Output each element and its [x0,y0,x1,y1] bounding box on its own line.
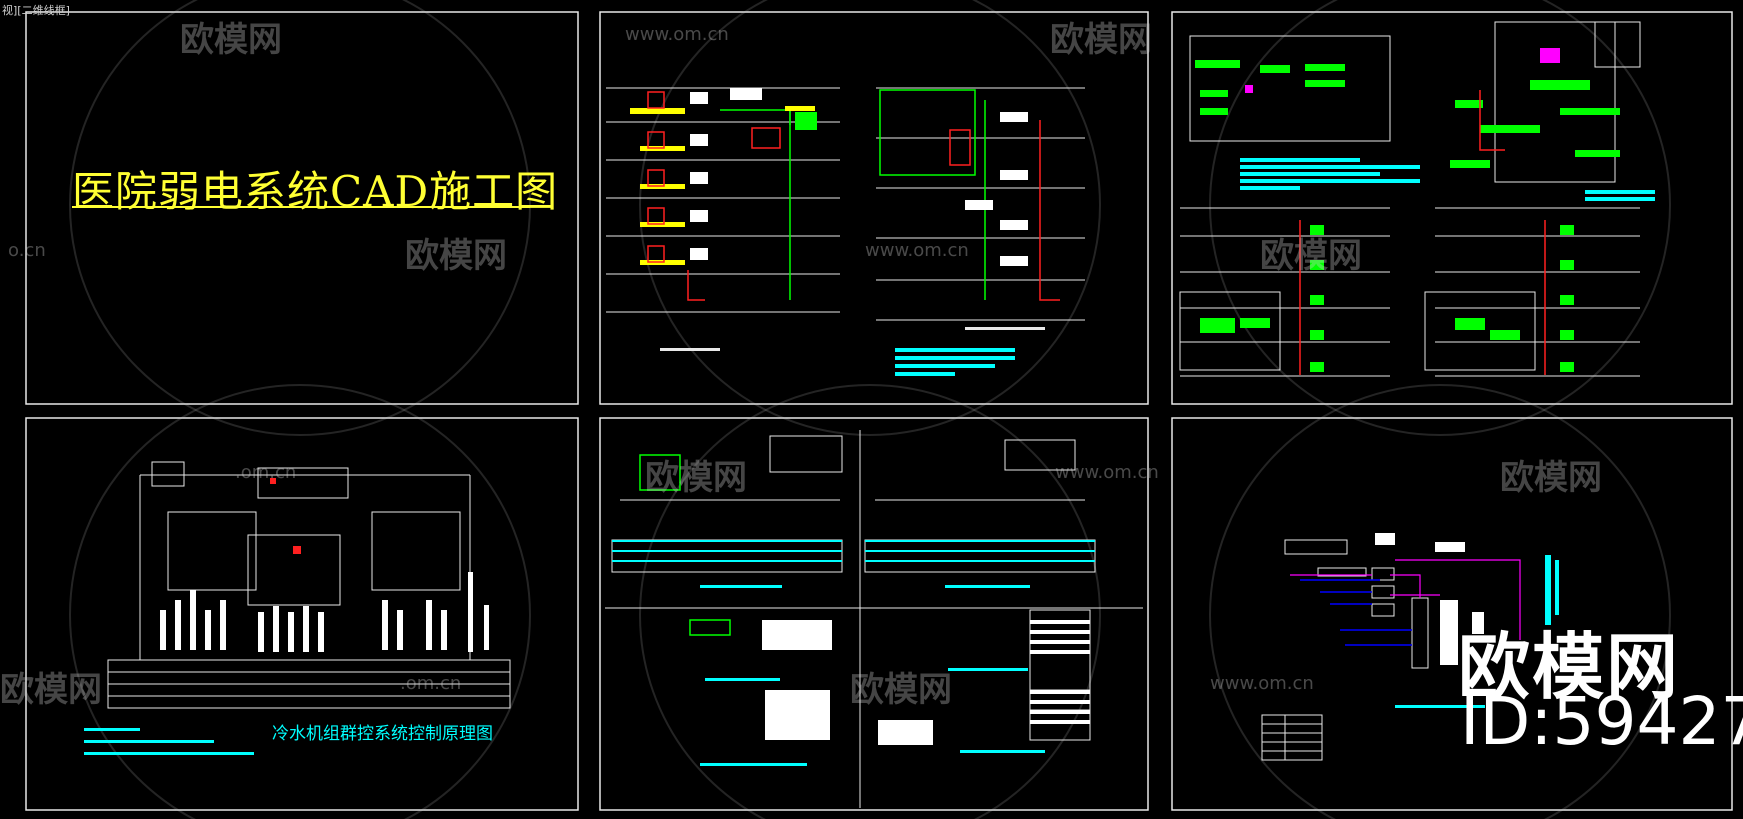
sheet-2-diagrams [606,87,1085,376]
watermark-site: o.cn [8,240,46,261]
watermark-site: www.om.cn [1055,462,1159,483]
sheet-4-frame[interactable] [25,417,579,811]
watermark-site: www.om.cn [625,24,729,45]
sheet-2-frame[interactable] [599,11,1149,405]
sheet-3-frame[interactable] [1171,11,1733,405]
watermark-logo: 欧模网 [405,236,507,276]
watermark-logo: 欧模网 [1260,236,1362,276]
chiller-caption: 冷水机组群控系统控制原理图 [272,724,493,744]
watermark-site: www.om.cn [1210,673,1314,694]
watermark-logo: 欧模网 [1500,458,1602,498]
watermark-site: .om.cn [235,462,297,483]
watermark-logo: 欧模网 [850,670,952,710]
watermark-site: www.om.cn [865,240,969,261]
sheet-6-frame[interactable] [1171,417,1733,811]
watermark-logo: 欧模网 [0,670,102,710]
sheet-5-frame[interactable] [599,417,1149,811]
watermark-site: .om.cn [400,673,462,694]
sheet-frames [25,11,1733,811]
watermark-logo: 欧模网 [180,20,282,60]
sheet-4-diagrams [84,461,511,755]
sheet-1-frame[interactable] [25,11,579,405]
main-title: 医院弱电系统CAD施工图 [72,167,559,216]
title-underline [72,206,530,208]
brand-id: ID:594273 [1460,683,1743,760]
sheet-6-diagrams [1261,533,1559,761]
watermark-arcs [69,0,1671,819]
watermark-logo: 欧模网 [1050,20,1152,60]
sheet-5-diagrams [605,430,1143,808]
sheet-3-diagrams [1179,21,1655,377]
watermark-logo: 欧模网 [645,458,747,498]
brand-logo: 欧模网 [1458,625,1681,709]
viewport-label[interactable]: 视][二维线框] [2,4,70,17]
